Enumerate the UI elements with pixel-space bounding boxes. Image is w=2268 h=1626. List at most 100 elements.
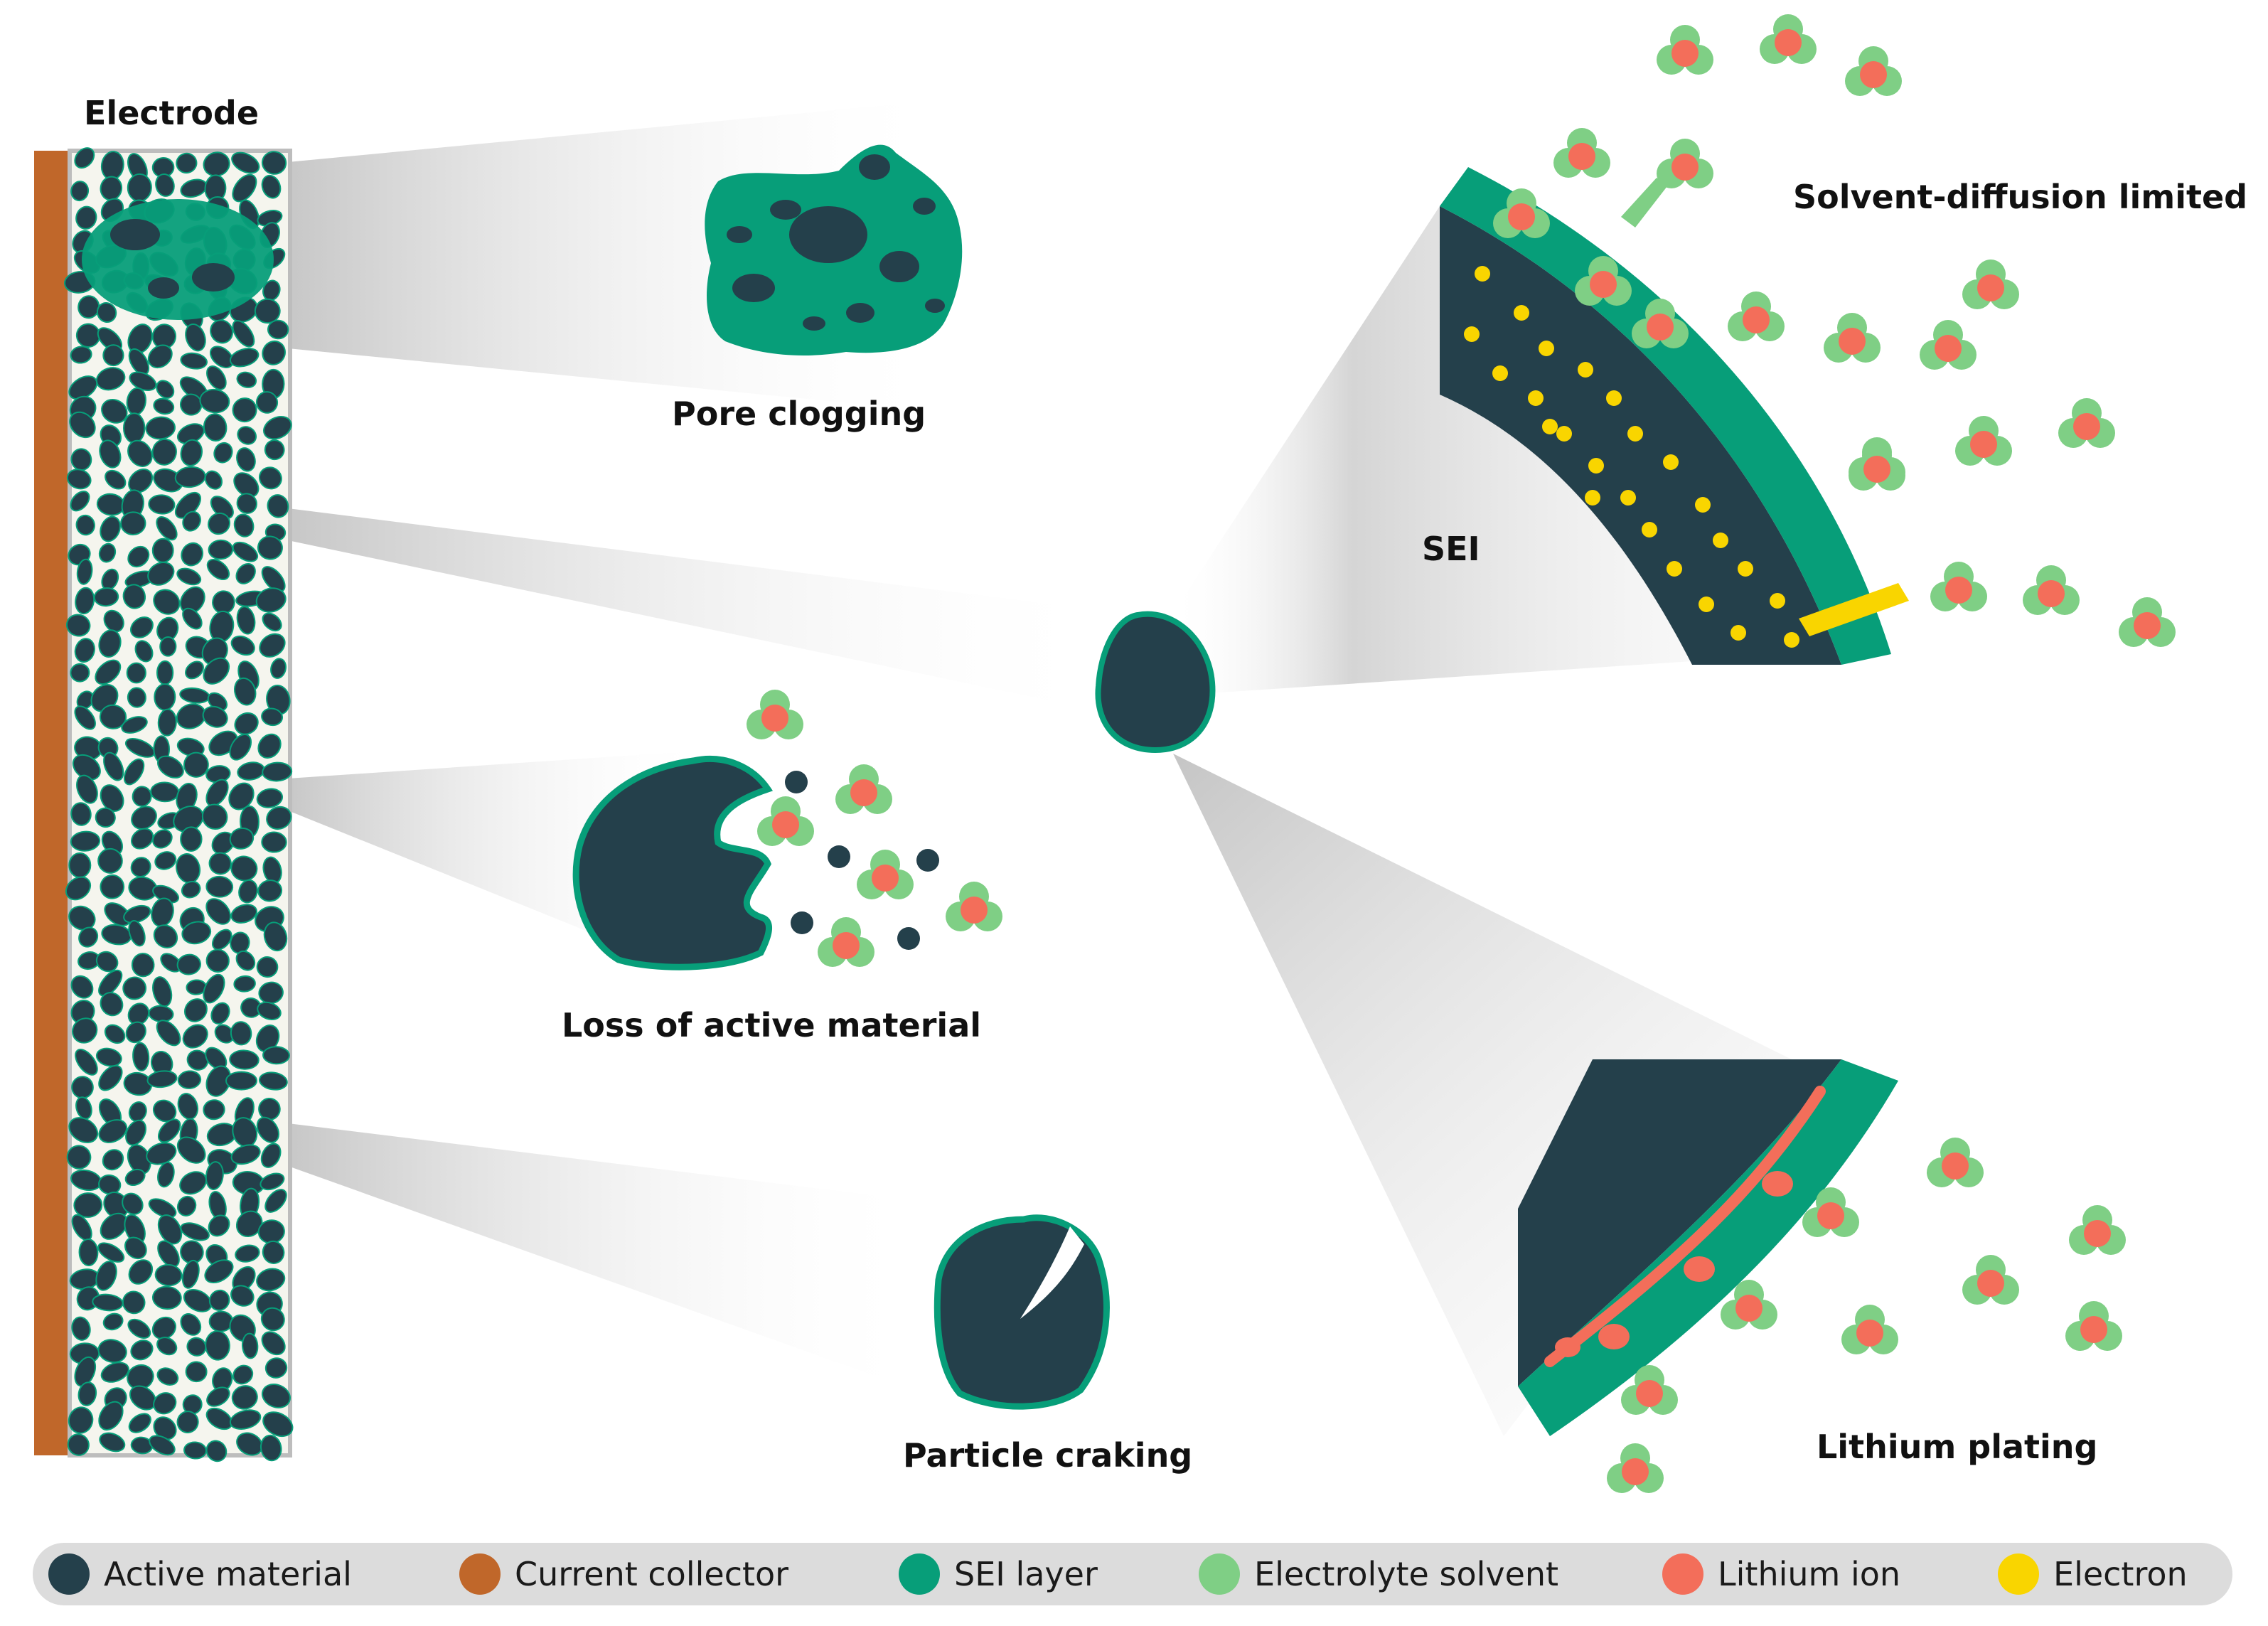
- pore-clogging-label: Pore clogging: [672, 395, 926, 433]
- active-material-particle: [66, 469, 92, 490]
- active-material-particle: [185, 660, 204, 680]
- active-material-particle: [232, 541, 259, 562]
- legend-item-active-material: Active material: [48, 1553, 352, 1595]
- active-material-particle: [255, 587, 287, 613]
- active-material-particle: [127, 439, 153, 467]
- active-material-particle: [232, 397, 257, 423]
- active-material-particle: [159, 636, 177, 657]
- legend-item-electrolyte-solvent: Electrolyte solvent: [1199, 1553, 1558, 1595]
- solvent-molecule: [2069, 1205, 2126, 1255]
- active-material-particle: [256, 391, 279, 414]
- active-material-particle: [266, 806, 292, 830]
- active-material-particle: [205, 898, 231, 925]
- active-material-particle: [95, 659, 122, 685]
- legend-label: Electron: [2053, 1555, 2188, 1593]
- active-material-particle: [267, 319, 289, 340]
- current-collector-swatch: [459, 1553, 501, 1595]
- particle-cracking-label: Particle craking: [903, 1436, 1193, 1475]
- active-material-particle: [257, 733, 282, 759]
- active-material-particle: [99, 704, 127, 729]
- electron-swatch: [1998, 1553, 2039, 1595]
- active-material-particle: [211, 929, 232, 951]
- active-material-particle: [236, 447, 256, 472]
- active-material-particle: [260, 1172, 285, 1191]
- active-material-particle: [181, 921, 212, 945]
- active-material-particle: [181, 542, 204, 567]
- active-material-particle: [264, 1189, 287, 1213]
- active-material-particle: [147, 561, 175, 586]
- active-material-particle: [98, 1064, 123, 1091]
- solvent-molecule: [1962, 260, 2019, 309]
- active-material-particle: [262, 761, 293, 782]
- active-material-particle: [134, 640, 154, 663]
- active-material-particle: [264, 1357, 288, 1379]
- legend-item-current-collector: Current collector: [459, 1553, 788, 1595]
- active-material-particle: [66, 1145, 92, 1170]
- particle-cracking-illustration: [934, 1214, 1110, 1410]
- active-material-particle: [208, 539, 234, 560]
- active-material-particle: [229, 827, 255, 850]
- electron-dot: [1620, 490, 1636, 506]
- active-material-particle: [128, 1101, 147, 1123]
- active-material-particle: [206, 558, 230, 581]
- active-material-particle: [68, 1117, 99, 1143]
- active-material-particle: [98, 542, 117, 563]
- active-material-particle: [236, 493, 257, 514]
- active-material-particle: [230, 904, 257, 924]
- active-material-particle: [234, 677, 257, 706]
- active-material-particle: [258, 466, 282, 490]
- active-material-particle: [146, 1070, 178, 1089]
- active-material-particle: [237, 426, 257, 445]
- active-material-particle: [124, 1236, 147, 1260]
- solvent-molecule: [1927, 1138, 1984, 1187]
- active-material-particle: [157, 755, 184, 779]
- active-material-particle: [259, 633, 286, 658]
- active-material-particle: [122, 976, 147, 1000]
- active-material-particle: [229, 1049, 260, 1070]
- electron-dot: [1770, 593, 1785, 609]
- solvent-molecule: [1607, 1443, 1664, 1493]
- active-material-particle: [260, 1143, 282, 1168]
- active-material-particle: [238, 879, 258, 904]
- active-material-particle: [235, 950, 256, 971]
- active-material-particle: [214, 1024, 235, 1044]
- solvent-molecule: [1955, 416, 2012, 466]
- active-material-particle: [103, 609, 124, 633]
- active-material-particle: [93, 587, 119, 607]
- legend-label: Electrolyte solvent: [1254, 1555, 1559, 1593]
- active-material-particle: [230, 635, 255, 656]
- solvent-molecule: [1760, 14, 1817, 64]
- active-material-particle: [127, 173, 152, 202]
- active-material-particle: [208, 1289, 230, 1311]
- loss-of-active-material-label: Loss of active material: [562, 1006, 982, 1044]
- active-material-particle: [71, 1316, 91, 1341]
- lost-solvents: [747, 690, 1002, 967]
- active-material-particle: [156, 1337, 178, 1356]
- active-material-particle: [176, 152, 198, 174]
- active-material-particle: [176, 1411, 199, 1433]
- electron-dot: [1695, 497, 1711, 513]
- electrons: [1464, 266, 1799, 648]
- active-material-particle: [153, 397, 175, 415]
- solvent-molecule: [1657, 139, 1713, 188]
- active-material-particle: [263, 921, 288, 952]
- active-material-particle: [97, 1242, 125, 1263]
- active-material-particle: [208, 1214, 230, 1237]
- pore-clogging-illustration: [705, 144, 963, 355]
- active-material-particle: [102, 344, 124, 367]
- solvent-molecule: [1728, 291, 1785, 341]
- active-material-particle: [153, 589, 181, 615]
- active-material-particle: [150, 781, 180, 803]
- active-material-particle: [130, 857, 151, 878]
- active-material-particle: [176, 953, 201, 975]
- active-material-particle: [183, 752, 209, 778]
- active-material-particle: [127, 687, 146, 708]
- active-material-particle: [151, 1316, 176, 1340]
- active-material-particle: [210, 346, 234, 368]
- active-material-particle: [74, 638, 95, 663]
- active-material-particle: [96, 302, 117, 323]
- active-material-particle: [154, 683, 176, 711]
- active-material-particle: [183, 1289, 213, 1312]
- solvent-diffusion-label: Solvent-diffusion limited: [1793, 178, 2248, 216]
- active-material-particle: [100, 874, 125, 899]
